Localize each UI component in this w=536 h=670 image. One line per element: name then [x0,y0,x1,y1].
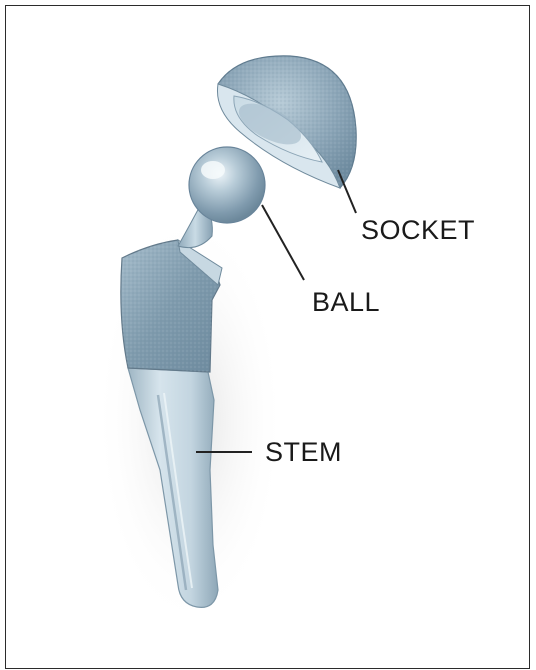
ball-part [189,147,265,223]
socket-label: SOCKET [361,217,475,244]
ball-leader-line [262,205,304,280]
ball-label: BALL [312,289,380,316]
collar-part [121,240,222,372]
stem-label: STEM [265,439,342,466]
